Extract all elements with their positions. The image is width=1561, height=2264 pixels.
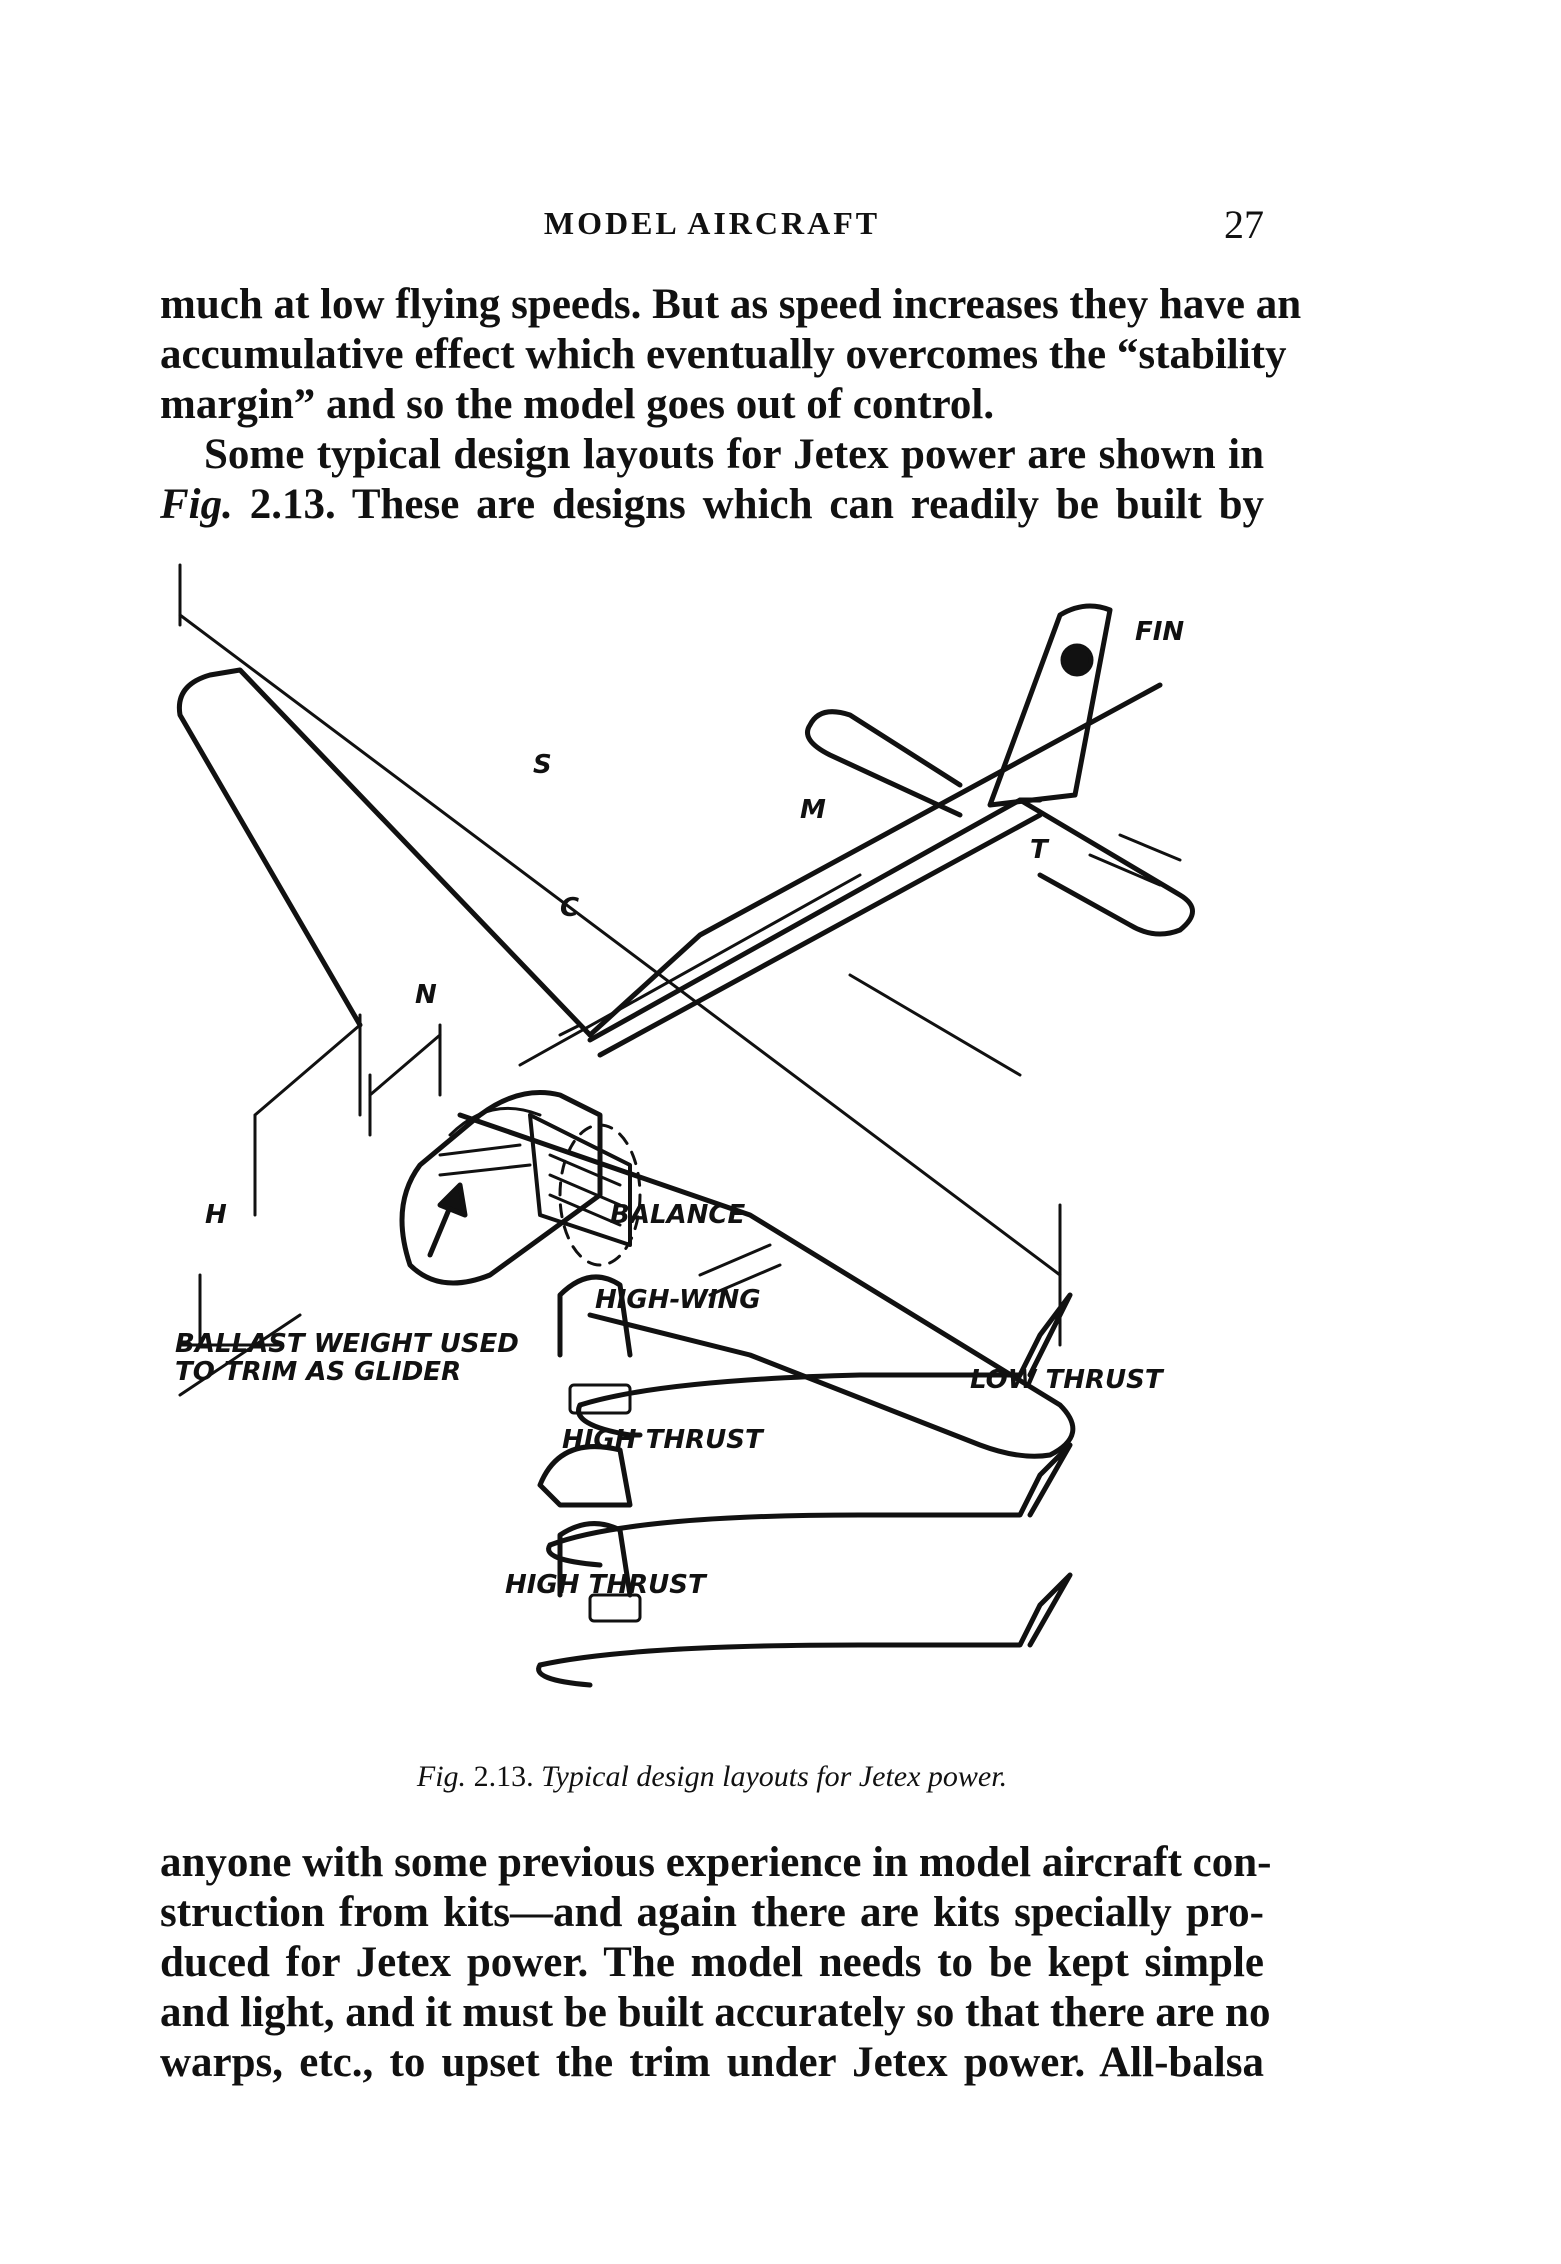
label-balance: BALANCE bbox=[610, 1200, 746, 1230]
text-line: warps, etc., to upset the trim under Jet… bbox=[160, 2039, 1264, 2086]
tail-hatch bbox=[1088, 833, 1182, 887]
label-t: T bbox=[1030, 835, 1048, 865]
dim-m bbox=[518, 873, 862, 1067]
aircraft-drawing bbox=[176, 563, 1195, 1688]
balance-ring bbox=[558, 1123, 642, 1267]
text-line: Some typical design layouts for Jetex po… bbox=[204, 431, 1264, 478]
jetex-unit bbox=[528, 1113, 632, 1247]
dim-t bbox=[848, 973, 1022, 1077]
running-head: MODEL AIRCRAFT 27 bbox=[160, 202, 1264, 255]
figure-caption: Fig. 2.13. Typical design layouts for Je… bbox=[160, 1760, 1264, 1794]
page-number: 27 bbox=[1224, 202, 1264, 247]
label-ballast: BALLAST WEIGHT USED TO TRIM AS GLIDER bbox=[175, 1330, 519, 1386]
fuselage-boom-top bbox=[587, 797, 1043, 1043]
dim-n bbox=[253, 1013, 362, 1217]
fin-dot bbox=[1060, 643, 1094, 677]
paragraph-design-layouts: Some typical design layouts for Jetex po… bbox=[160, 430, 1264, 530]
text-line: much at low flying speeds. But as speed … bbox=[160, 281, 1302, 328]
high-thrust-side-view-1 bbox=[537, 1442, 1073, 1568]
left-wing bbox=[176, 667, 593, 1038]
right-wing bbox=[457, 1112, 1076, 1459]
label-high-thrust-1: HIGH THRUST bbox=[562, 1425, 763, 1455]
text-line: accumulative effect which eventually ove… bbox=[160, 331, 1287, 378]
wing-leading-edge bbox=[587, 682, 1163, 1038]
text-line: and light, and it must be built accurate… bbox=[160, 1989, 1271, 2036]
wing-hatch bbox=[698, 1243, 782, 1297]
dim-s bbox=[178, 563, 1062, 1347]
label-high-thrust-2: HIGH THRUST bbox=[505, 1570, 706, 1600]
text-span: 2.13. These are designs which can readil… bbox=[232, 481, 1264, 528]
running-title: MODEL AIRCRAFT bbox=[543, 205, 881, 241]
label-h: H bbox=[205, 1200, 227, 1230]
figure-2-13: FIN S M T C N H BALANCE BALLAST WEIGHT U… bbox=[160, 555, 1300, 1735]
high-thrust-side-view-2 bbox=[536, 1521, 1073, 1688]
jetex-hatch bbox=[548, 1153, 622, 1227]
text-line: margin” and so the model goes out of con… bbox=[160, 381, 995, 428]
caption-text: Typical design layouts for Jetex power. bbox=[541, 1760, 1008, 1793]
text-line: Fig. 2.13. These are designs which can r… bbox=[160, 480, 1264, 530]
tailplane bbox=[805, 709, 1195, 937]
dim-h bbox=[178, 1273, 302, 1397]
label-ballast-line2: TO TRIM AS GLIDER bbox=[175, 1357, 462, 1387]
caption-fig-num: 2.13. bbox=[466, 1760, 542, 1793]
label-fin: FIN bbox=[1135, 617, 1185, 647]
text-line: duced for Jetex power. The model needs t… bbox=[160, 1939, 1264, 1986]
dim-c bbox=[368, 1023, 442, 1137]
high-wing-side-view bbox=[557, 1274, 1073, 1438]
text-line: anyone with some previous experience in … bbox=[160, 1839, 1272, 1886]
fin bbox=[987, 603, 1113, 808]
paragraph-continuation: much at low flying speeds. But as speed … bbox=[160, 280, 1302, 430]
nose-cone-hatch bbox=[438, 1106, 542, 1177]
fig-reference: Fig. bbox=[160, 481, 233, 528]
balance-arrowhead bbox=[437, 1182, 468, 1218]
text-line: struction from kits—and again there are … bbox=[160, 1889, 1264, 1936]
paragraph-construction: anyone with some previous experience in … bbox=[160, 1838, 1272, 2088]
label-m: M bbox=[800, 795, 826, 825]
label-low-thrust: LOW THRUST bbox=[970, 1365, 1163, 1395]
label-s: S bbox=[533, 750, 552, 780]
caption-fig-ref: Fig. bbox=[416, 1760, 467, 1793]
fuselage-boom-bottom bbox=[597, 812, 1043, 1058]
nose-pod bbox=[399, 1090, 603, 1286]
label-c: C bbox=[560, 893, 580, 923]
label-high-wing: HIGH-WING bbox=[595, 1285, 761, 1315]
label-n: N bbox=[415, 980, 437, 1010]
label-ballast-line1: BALLAST WEIGHT USED bbox=[175, 1329, 519, 1359]
